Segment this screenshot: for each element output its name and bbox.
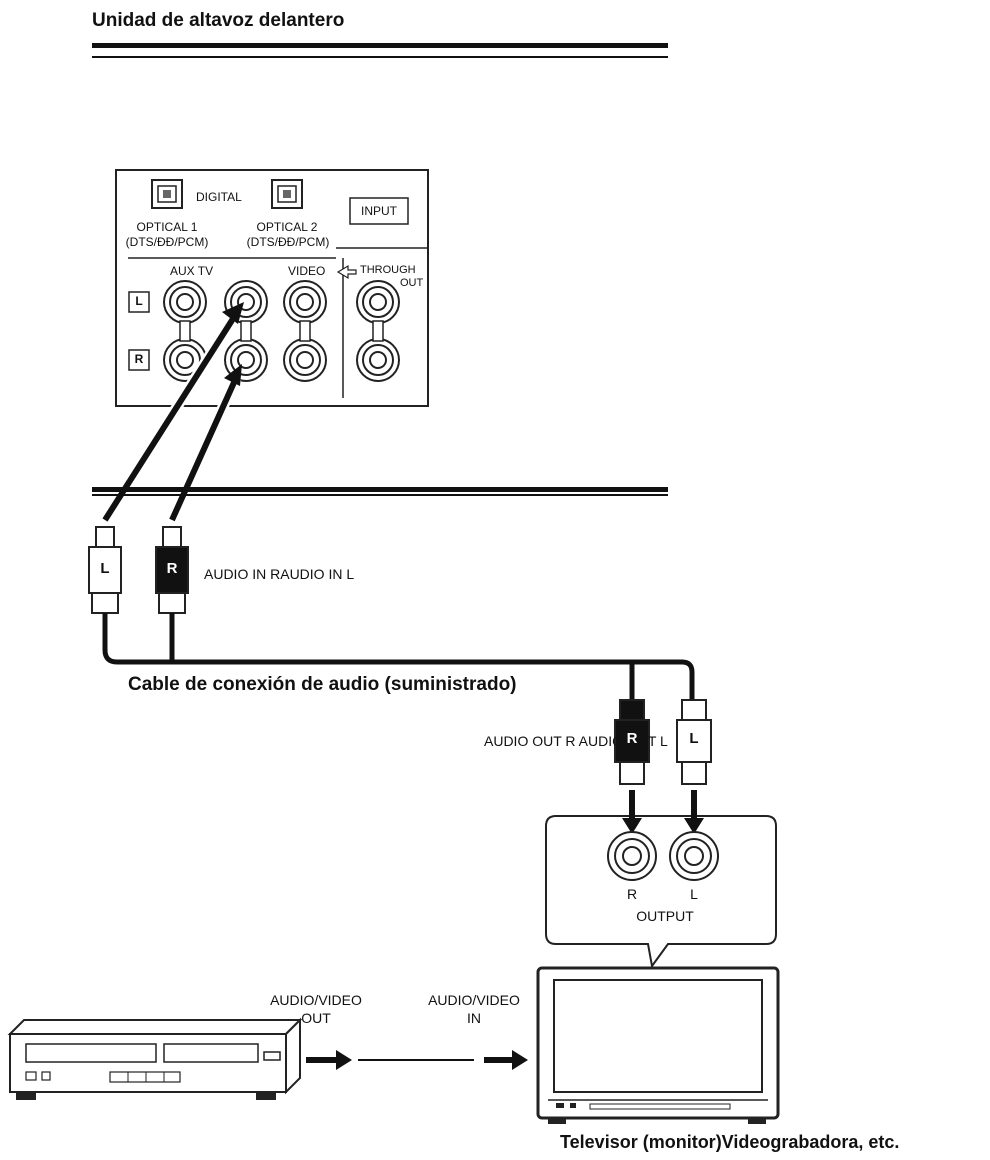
title-rule-thick xyxy=(92,43,668,48)
tv-in-label-2: IN xyxy=(467,1010,481,1026)
row-l-box xyxy=(128,291,150,313)
out-plug-l-label: L xyxy=(689,730,699,747)
plug-l-white xyxy=(88,526,122,614)
row-r-box xyxy=(128,349,150,371)
panel-aux-tv: AUX TV xyxy=(170,264,214,278)
panel-optical1: OPTICAL 1 xyxy=(136,220,198,234)
panel-optical1-sub: (DTS/ĐĐ/PCM) xyxy=(125,235,209,249)
vcr xyxy=(7,1017,303,1100)
mid-rule-thin xyxy=(92,494,668,496)
cable-arrows xyxy=(100,302,244,523)
arrow-icon xyxy=(336,264,357,280)
audio-out-label: AUDIO OUT R AUDIO OUT L xyxy=(484,733,668,749)
panel-out: OUT xyxy=(400,277,424,289)
tv-jack-l xyxy=(669,831,719,881)
plug-r-black xyxy=(155,526,189,614)
mid-rule-thick xyxy=(92,487,668,492)
out-plug-l-white xyxy=(676,699,712,785)
tv-output-label: OUTPUT xyxy=(636,908,694,924)
jack-aux-l xyxy=(163,280,207,324)
panel-video: VIDEO xyxy=(288,264,326,278)
title-rule-thin xyxy=(92,56,668,58)
rear-panel xyxy=(115,169,429,407)
tv-output-r: R xyxy=(626,886,638,902)
jack-through-l xyxy=(356,280,400,324)
vcr-out-label-2: OUT xyxy=(301,1010,331,1026)
tv-jack-r xyxy=(607,831,657,881)
tv-in-label-1: AUDIO/VIDEO xyxy=(428,992,520,1008)
output-callout xyxy=(545,815,777,969)
cable-caption: Cable de conexión de audio (suministrado… xyxy=(128,674,517,695)
plug-r-label: R xyxy=(166,560,178,577)
panel-through: THROUGH xyxy=(360,264,416,276)
audio-cable xyxy=(102,613,695,700)
plug-l-label: L xyxy=(100,560,110,577)
jack-video-l xyxy=(283,280,327,324)
panel-digital: DIGITAL xyxy=(196,190,242,204)
input-box xyxy=(349,197,409,225)
tv-output-l: L xyxy=(690,886,698,902)
out-plug-r-black xyxy=(614,699,650,785)
panel-optical2-sub: (DTS/ĐĐ/PCM) xyxy=(246,235,330,249)
panel-input: INPUT xyxy=(361,204,397,218)
panel-optical2: OPTICAL 2 xyxy=(256,220,318,234)
tv-set xyxy=(536,966,780,1124)
jack-video-r xyxy=(283,338,327,382)
panel-row-r: R xyxy=(134,352,144,366)
vcr-out-label-1: AUDIO/VIDEO xyxy=(270,992,362,1008)
page-title: Unidad de altavoz delantero xyxy=(92,10,345,31)
out-plug-r-label: R xyxy=(626,730,638,747)
panel-row-l: L xyxy=(135,294,143,308)
jack-through-r xyxy=(356,338,400,382)
bottom-caption: Televisor (monitor)Videograbadora, etc. xyxy=(560,1132,900,1152)
optical-1-jack xyxy=(151,179,183,209)
audio-in-label: AUDIO IN RAUDIO IN L xyxy=(204,566,355,582)
